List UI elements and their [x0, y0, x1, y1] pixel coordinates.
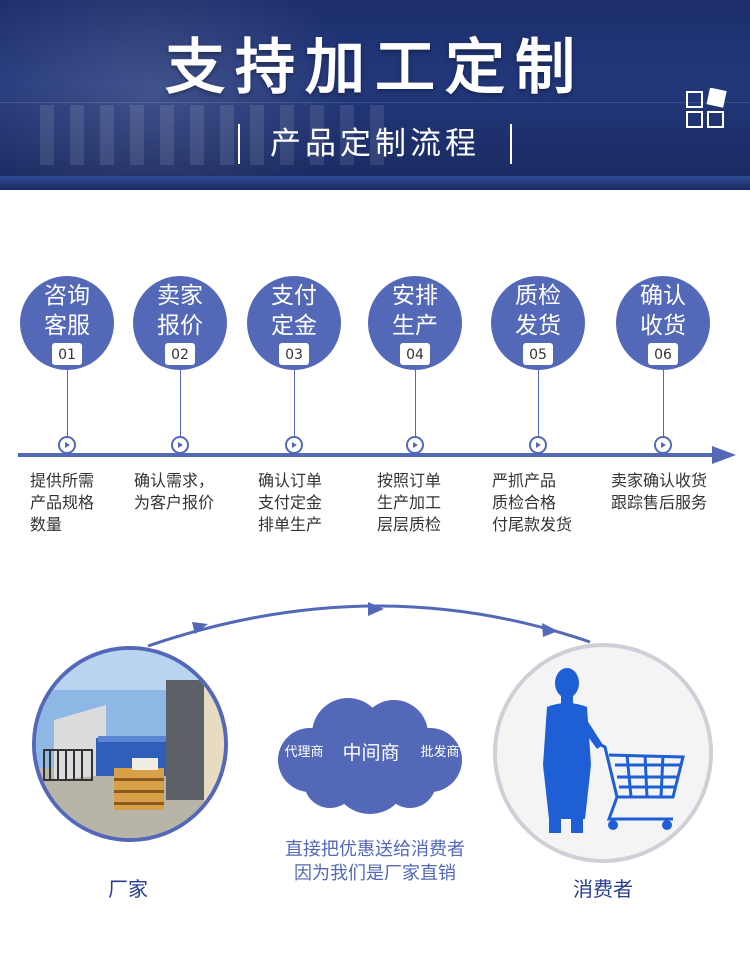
- step-label-4-line1: 安排: [392, 283, 438, 309]
- subtitle-divider-right: [510, 124, 512, 164]
- timeline-arrow-icon: [712, 446, 736, 464]
- subtitle-divider-left: [238, 124, 240, 164]
- page-subtitle: 产品定制流程: [270, 126, 480, 162]
- factory-image: [36, 650, 224, 838]
- step-number-6: 06: [654, 347, 672, 363]
- step-desc-6: 卖家确认收货 跟踪售后服务: [611, 471, 708, 512]
- step-stem-1: [67, 366, 68, 436]
- process-steps: 咨询 客服 01 卖家 报价 02 支付 定金 03 安排 生产 04 质检 发…: [18, 276, 736, 534]
- step-label-6-line1: 确认: [640, 283, 686, 309]
- flow-arc: [147, 602, 591, 648]
- step-desc-1: 提供所需 产品规格 数量: [30, 471, 95, 534]
- timeline-node-4: [406, 436, 424, 454]
- play-icon: [661, 442, 666, 448]
- play-icon: [178, 442, 183, 448]
- timeline-bar: [18, 453, 718, 457]
- header-banner: 支持加工定制 产品定制流程: [0, 0, 750, 190]
- banner-divider: [0, 102, 750, 103]
- step-number-1: 01: [58, 347, 76, 363]
- consumer-label: 消费者: [573, 877, 633, 901]
- step-label-3-line1: 支付: [271, 283, 317, 309]
- step-number-tab-5: [523, 343, 553, 365]
- play-icon: [65, 442, 70, 448]
- arc-arrow-icon: [542, 623, 558, 637]
- play-icon: [292, 442, 297, 448]
- timeline-node-1: [58, 436, 76, 454]
- middle-right-label: 批发商: [420, 745, 460, 760]
- play-icon: [413, 442, 418, 448]
- step-label-5-line2: 发货: [515, 313, 561, 339]
- step-number-tab-1: [52, 343, 82, 365]
- step-number-tab-6: [648, 343, 678, 365]
- banner-background-texture: [40, 105, 400, 165]
- arc-arrow-icon: [368, 602, 384, 616]
- middleman-cloud: [278, 698, 462, 814]
- middle-left-label: 代理商: [284, 745, 324, 760]
- step-number-4: 04: [406, 347, 424, 363]
- step-number-tab-3: [279, 343, 309, 365]
- timeline-node-6: [654, 436, 672, 454]
- consumer-photo: [493, 643, 713, 863]
- step-label-4-line2: 生产: [392, 313, 438, 339]
- step-number-5: 05: [529, 347, 547, 363]
- step-number-2: 02: [171, 347, 189, 363]
- step-label-5-line1: 质检: [515, 283, 561, 309]
- timeline-node-5: [529, 436, 547, 454]
- step-label-1-line2: 客服: [44, 313, 90, 339]
- step-label-2-line2: 报价: [157, 313, 203, 339]
- banner-bottom-strip: [0, 176, 750, 190]
- step-desc-3: 确认订单 支付定金 排单生产: [258, 471, 323, 534]
- squares-icon: [686, 88, 727, 128]
- step-stem-6: [663, 366, 664, 436]
- note-line-2: 因为我们是厂家直销: [294, 863, 456, 884]
- step-stem-4: [415, 366, 416, 436]
- step-desc-2: 确认需求， 为客户报价: [134, 471, 215, 512]
- step-desc-5: 严抓产品 质检合格 付尾款发货: [492, 471, 573, 534]
- middle-center-label: 中间商: [342, 742, 400, 764]
- step-stem-3: [294, 366, 295, 436]
- timeline-node-3: [285, 436, 303, 454]
- step-number-tab-4: [400, 343, 430, 365]
- arc-arrow-icon: [192, 622, 208, 634]
- step-number-3: 03: [285, 347, 303, 363]
- step-label-1-line1: 咨询: [44, 283, 90, 309]
- step-number-tab-2: [165, 343, 195, 365]
- factory-photo: [32, 646, 228, 842]
- factory-label: 厂家: [108, 877, 148, 901]
- banner-highlight: [0, 0, 360, 190]
- step-label-3-line2: 定金: [271, 313, 317, 339]
- step-stem-2: [180, 366, 181, 436]
- play-icon: [536, 442, 541, 448]
- step-stem-5: [538, 366, 539, 436]
- step-label-2-line1: 卖家: [157, 283, 203, 309]
- shopper-icon: [543, 668, 685, 833]
- timeline-node-2: [171, 436, 189, 454]
- step-desc-4: 按照订单 生产加工 层层质检: [377, 471, 442, 534]
- page-title: 支持加工定制: [165, 33, 585, 103]
- step-label-6-line2: 收货: [640, 313, 686, 339]
- note-line-1: 直接把优惠送给消费者: [285, 839, 465, 860]
